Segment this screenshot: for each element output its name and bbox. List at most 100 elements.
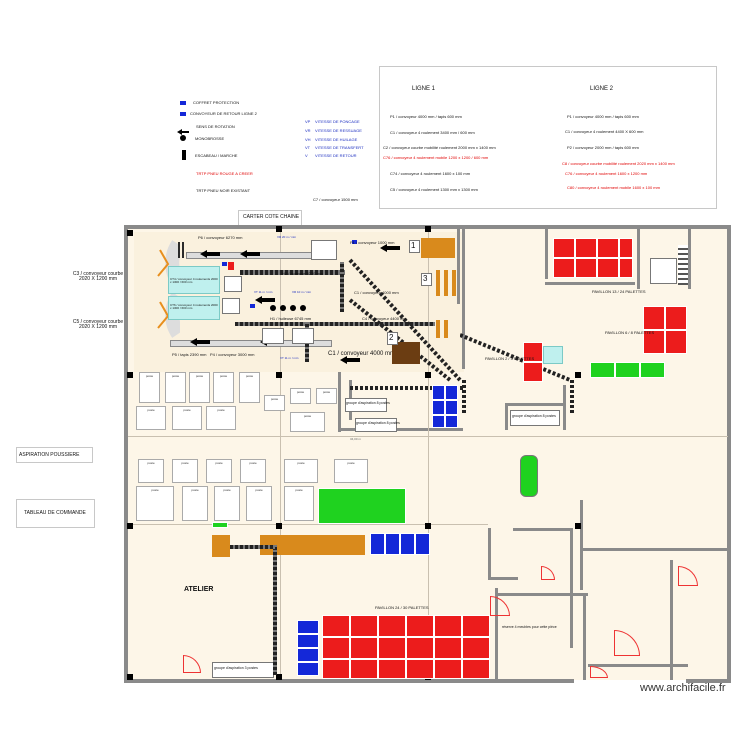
wall-internal bbox=[498, 593, 588, 596]
ligne1-item: C5 / convoyeur 4 roulement 1300 mm x 130… bbox=[390, 187, 478, 192]
groupe-aspiration-box bbox=[510, 410, 560, 426]
ct4-zone bbox=[168, 266, 220, 294]
tableau-label: TABLEAU DE COMMANDE bbox=[24, 510, 86, 516]
ligne2-item: P1 / convoyeur 4000 mm / tapis 600 mm bbox=[567, 114, 639, 119]
monobrosse-icon bbox=[180, 135, 186, 141]
table-unit: poste bbox=[172, 406, 202, 430]
pillar bbox=[425, 226, 431, 232]
p4-label: P4 / convoyeur 3000 mm bbox=[210, 352, 255, 357]
red-pallet bbox=[434, 659, 462, 679]
machine-unit bbox=[222, 298, 240, 314]
red-pallet bbox=[322, 637, 350, 659]
ligne1-item: P1 / convoyeur 4000 mm / tapis 600 mm bbox=[390, 114, 462, 119]
red-pallet bbox=[597, 258, 619, 278]
table-unit: poste bbox=[136, 406, 166, 430]
wall-internal bbox=[513, 528, 573, 531]
c7-label: C7 / convoyeur 1500 mm bbox=[313, 197, 358, 202]
blue-storage bbox=[432, 385, 445, 400]
red-pallet bbox=[523, 342, 543, 362]
divider-line bbox=[128, 524, 488, 525]
divider-line bbox=[280, 229, 281, 680]
vr-top-label: VR 20 m / min bbox=[277, 235, 297, 239]
wall-internal bbox=[462, 229, 465, 369]
tableau-box bbox=[16, 499, 95, 528]
blue-cabinet bbox=[297, 634, 319, 648]
red-pallet bbox=[575, 238, 597, 258]
blue-cabinet bbox=[297, 648, 319, 662]
monobrosse-icon bbox=[300, 305, 306, 311]
zone-number: 2 bbox=[389, 333, 394, 342]
wall-internal bbox=[588, 664, 688, 667]
arrow-left-icon bbox=[255, 296, 275, 304]
ct6-label: CT6 / convoyeur 4 roulements 2000 x 1300… bbox=[170, 303, 218, 310]
wall-internal bbox=[583, 593, 586, 680]
red-pallet bbox=[575, 258, 597, 278]
green-pallet bbox=[640, 362, 665, 378]
arrow-left-icon bbox=[190, 338, 210, 346]
pillar bbox=[276, 226, 282, 232]
table-unit: poste bbox=[214, 486, 240, 521]
c3-label: C3 / convoyeur courbe 2020 X 1200 mm bbox=[72, 271, 124, 282]
bureau-box bbox=[650, 258, 677, 284]
groupe-aspiration-box bbox=[355, 418, 397, 432]
red-pallet bbox=[378, 659, 406, 679]
orange-bench bbox=[260, 535, 365, 555]
aspiration-box bbox=[16, 447, 93, 463]
pallet-rack bbox=[452, 270, 456, 296]
p6-conveyor bbox=[182, 242, 184, 258]
wall-internal bbox=[488, 577, 518, 580]
arrow-left-icon bbox=[380, 244, 400, 252]
ligne2-item: C8 / convoyeur courbe mobilité roulement… bbox=[562, 161, 675, 166]
ligne1-item: C1 / convoyeur 4 roulement 3400 mm / 600… bbox=[390, 130, 475, 135]
wall-internal bbox=[583, 548, 728, 551]
p1-label: P1 / convoyeur 1000 mm bbox=[350, 240, 395, 245]
legend-item: MONOBROSSE bbox=[195, 136, 225, 141]
green-marker bbox=[212, 522, 228, 528]
legend-item: ESCABEAU / MARCHE bbox=[195, 153, 238, 158]
wall-left bbox=[124, 225, 128, 682]
escabeau-icon bbox=[182, 150, 186, 160]
table-unit: poste bbox=[290, 388, 311, 404]
red-pallet bbox=[350, 615, 378, 637]
shelf-unit bbox=[678, 245, 688, 285]
green-pallet bbox=[615, 362, 640, 378]
pillar bbox=[425, 372, 431, 378]
red-pallet bbox=[462, 659, 490, 679]
table-unit: poste bbox=[334, 459, 368, 483]
red-pallet bbox=[523, 362, 543, 382]
wall-internal bbox=[563, 385, 566, 430]
c1a-label: C1 / convoyeur 4000 mm bbox=[354, 290, 399, 295]
table-unit: poste bbox=[264, 395, 285, 411]
zone-number-box bbox=[409, 240, 420, 253]
ligne2-item: C1 / convoyeur 4 roulement 4400 X 600 mm bbox=[565, 129, 644, 134]
wall-internal bbox=[495, 588, 498, 680]
red-pallet bbox=[643, 330, 665, 354]
red-pallet bbox=[597, 238, 619, 258]
table-unit: poste bbox=[165, 372, 186, 403]
pallet-rack bbox=[444, 320, 448, 338]
return-conveyor bbox=[460, 333, 574, 413]
pillar bbox=[127, 523, 133, 529]
pavillon-bottom-label: PAVILLON 24 / 30 PALETTES bbox=[375, 605, 429, 610]
divider-line bbox=[428, 229, 429, 680]
ligne2-title: LIGNE 2 bbox=[590, 86, 614, 92]
red-pallet bbox=[350, 637, 378, 659]
wall-bottom bbox=[124, 679, 574, 683]
zone-number: 3 bbox=[423, 274, 428, 283]
pavillon-right-label: PAVILLON 6 / 8 PALETTES bbox=[605, 330, 655, 335]
red-pallet bbox=[619, 258, 633, 278]
wall-right bbox=[727, 225, 731, 682]
red-pallet bbox=[322, 615, 350, 637]
table-unit: poste bbox=[206, 459, 232, 483]
legend-item: COFFRET PROTECTION bbox=[193, 100, 240, 105]
ligne1-item: C2 / convoyeur courbe mobilité roulement… bbox=[383, 145, 496, 150]
p6-label: P6 / convoyeur 6270 mm bbox=[198, 235, 243, 240]
blue-cabinet bbox=[385, 533, 400, 555]
red-pallet bbox=[434, 637, 462, 659]
abbrev-text: VITESSE DE TRANSFERT bbox=[315, 145, 364, 150]
reserve-label: réserve 4 meubles pour cette pièce bbox=[502, 625, 557, 629]
pillar bbox=[127, 230, 133, 236]
monobrosse-icon bbox=[290, 305, 296, 311]
groupe-aspiration-box bbox=[345, 398, 387, 412]
red-pallet bbox=[553, 258, 575, 278]
